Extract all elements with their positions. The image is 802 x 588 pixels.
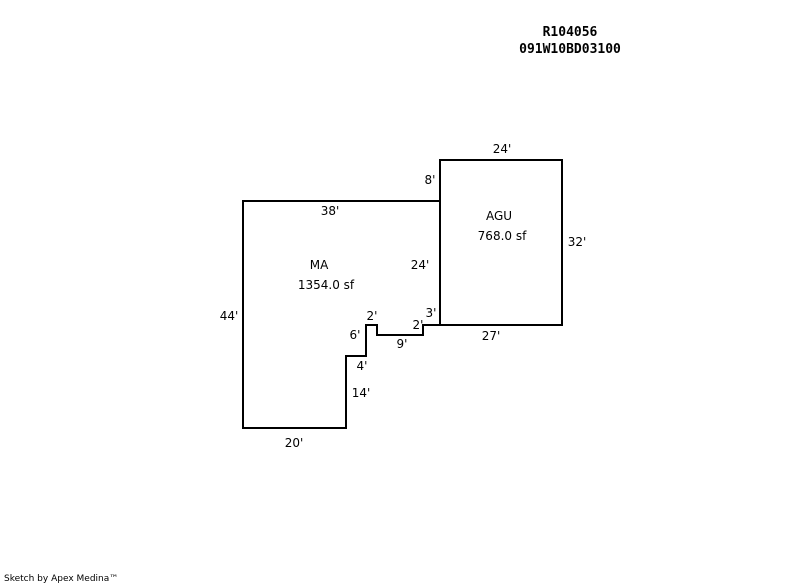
map-tax-lot: 091W10BD03100 [519,42,621,57]
dim-agu-left-upper: 8' [425,173,436,187]
dim-ma-step-vertical-upper: 6' [350,328,361,342]
ma-label: MA [310,258,329,272]
dim-ma-top: 38' [321,204,340,218]
dim-shared-wall: 24' [411,258,430,272]
dim-ma-bottom: 20' [285,436,304,450]
ma-area: 1354.0 sf [298,278,355,292]
sketch-credit: Sketch by Apex Medina™ [4,574,119,584]
agu-label: AGU [486,209,512,223]
dim-ma-jog-short: 3' [426,306,437,320]
agu-outline [439,159,563,326]
dim-agu-top: 24' [493,142,512,156]
dim-agu-right: 32' [568,235,587,249]
dim-ma-notch-top: 2' [367,309,378,323]
dim-ma-step-horizontal-lower: 4' [357,359,368,373]
dim-agu-bottom: 27' [482,329,501,343]
agu-area: 768.0 sf [478,229,527,243]
dim-ma-notch-bottom: 9' [397,337,408,351]
dim-ma-left: 44' [220,309,239,323]
dim-ma-step-vertical-lower: 14' [352,386,371,400]
parcel-header: R104056 091W10BD03100 [470,24,670,58]
account-id: R104056 [542,25,598,40]
ma-outline [242,200,440,429]
dim-ma-notch-right: 2' [413,318,424,332]
